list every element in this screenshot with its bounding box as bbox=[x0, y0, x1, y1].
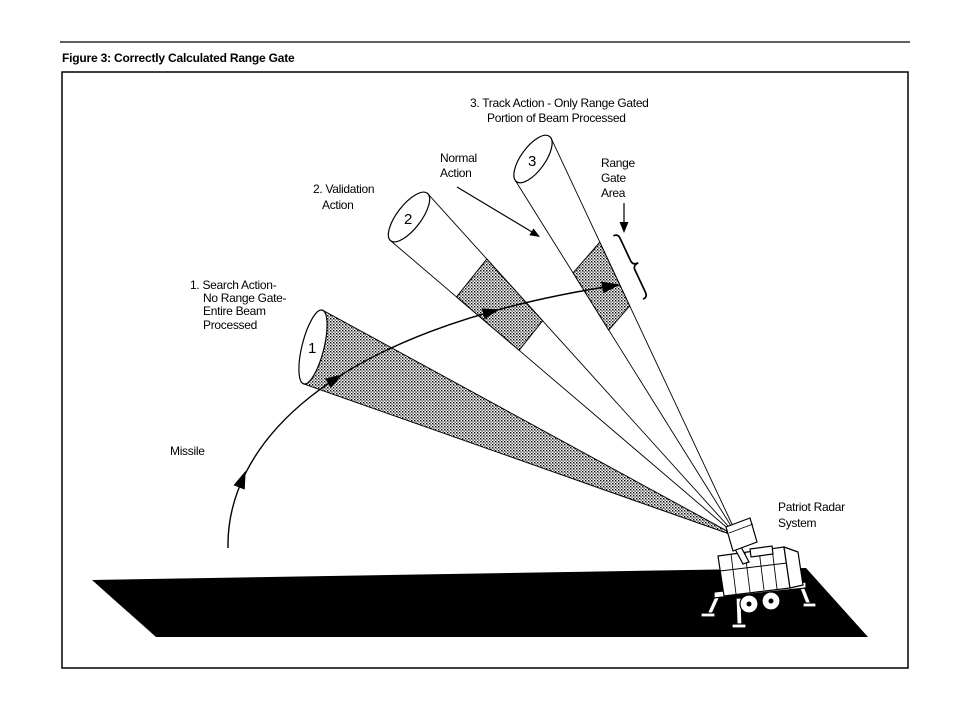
radar-label: Patriot Radar System bbox=[778, 500, 845, 530]
normal-action-label: Normal Action bbox=[440, 151, 477, 180]
range-gate-brace bbox=[613, 234, 648, 300]
beam-2-range-gate bbox=[455, 258, 544, 352]
radar-antenna-panel bbox=[725, 517, 758, 552]
truck-foot-left bbox=[700, 612, 716, 618]
figure-title: Figure 3: Correctly Calculated Range Gat… bbox=[62, 51, 295, 65]
ground-strip bbox=[92, 568, 868, 637]
figure-frame bbox=[61, 71, 909, 669]
normal-action-line-2: Action bbox=[440, 166, 472, 180]
search-action-line-3: Entire Beam bbox=[203, 304, 266, 318]
range-gate-arrow-head bbox=[619, 222, 629, 233]
search-action-line-2: No Range Gate- bbox=[203, 291, 286, 305]
beam-2-validation: 2 bbox=[387, 191, 739, 538]
truck-foot-right bbox=[802, 602, 817, 608]
truck-body-rib-3 bbox=[758, 549, 765, 591]
validation-action-label: 2. Validation Action bbox=[313, 182, 375, 212]
range-gate-area-line-1: Range bbox=[601, 156, 635, 170]
missile-label: Missile bbox=[170, 444, 205, 458]
truck-hub-front bbox=[746, 601, 752, 607]
beam-2-number: 2 bbox=[404, 211, 412, 228]
track-action-line-1: 3. Track Action - Only Range Gated bbox=[470, 96, 649, 110]
beam-2-lower-edge bbox=[390, 240, 739, 538]
normal-action-line-1: Normal bbox=[440, 151, 477, 165]
truck-body-seam bbox=[719, 562, 788, 572]
track-action-label: 3. Track Action - Only Range Gated Porti… bbox=[470, 96, 649, 125]
beam-3-aperture bbox=[513, 134, 553, 184]
missile-trajectory bbox=[227, 281, 620, 549]
radar-label-line-1: Patriot Radar bbox=[778, 500, 845, 514]
truck-hub-rear bbox=[768, 598, 774, 604]
missile-path bbox=[227, 284, 619, 549]
search-action-label: 1. Search Action- No Range Gate- Entire … bbox=[190, 278, 287, 332]
beam-3-track: 3 bbox=[513, 134, 739, 538]
range-gate-area-line-3: Area bbox=[601, 186, 626, 200]
validation-action-line-1: 2. Validation bbox=[313, 182, 374, 196]
beam-2-upper-edge bbox=[427, 193, 739, 538]
search-action-line-4: Processed bbox=[203, 318, 257, 332]
truck-roof-box bbox=[749, 545, 774, 558]
normal-action-arrow-head bbox=[529, 228, 540, 237]
patriot-radar-truck bbox=[700, 517, 817, 629]
radar-label-line-2: System bbox=[778, 516, 817, 530]
search-action-line-1: 1. Search Action- bbox=[190, 278, 277, 292]
truck-cab bbox=[783, 546, 804, 589]
beam-3-number: 3 bbox=[528, 153, 536, 170]
beam-1-aperture bbox=[298, 309, 328, 385]
truck-foot-middle bbox=[731, 623, 747, 629]
beam-3-lower-edge bbox=[514, 179, 739, 538]
beam-3-upper-edge bbox=[550, 138, 739, 538]
truck-body-rib-4 bbox=[771, 547, 778, 590]
range-gate-area-line-2: Gate bbox=[601, 171, 626, 185]
beam-2-aperture bbox=[387, 191, 431, 243]
beam-1-number: 1 bbox=[308, 340, 316, 357]
truck-body-rib-1 bbox=[730, 553, 737, 595]
range-gate-area-label: Range Gate Area bbox=[601, 156, 636, 200]
validation-action-line-2: Action bbox=[322, 198, 354, 212]
missile-arrow-1 bbox=[233, 470, 246, 490]
beam-1-search: 1 bbox=[298, 309, 739, 538]
missile-arrow-2 bbox=[325, 374, 343, 388]
track-action-line-2: Portion of Beam Processed bbox=[487, 111, 626, 125]
normal-action-arrow-shaft bbox=[456, 186, 533, 233]
missile-arrow-4 bbox=[601, 281, 620, 294]
radar-antenna-detail bbox=[728, 523, 754, 534]
missile-arrow-3 bbox=[481, 308, 500, 320]
